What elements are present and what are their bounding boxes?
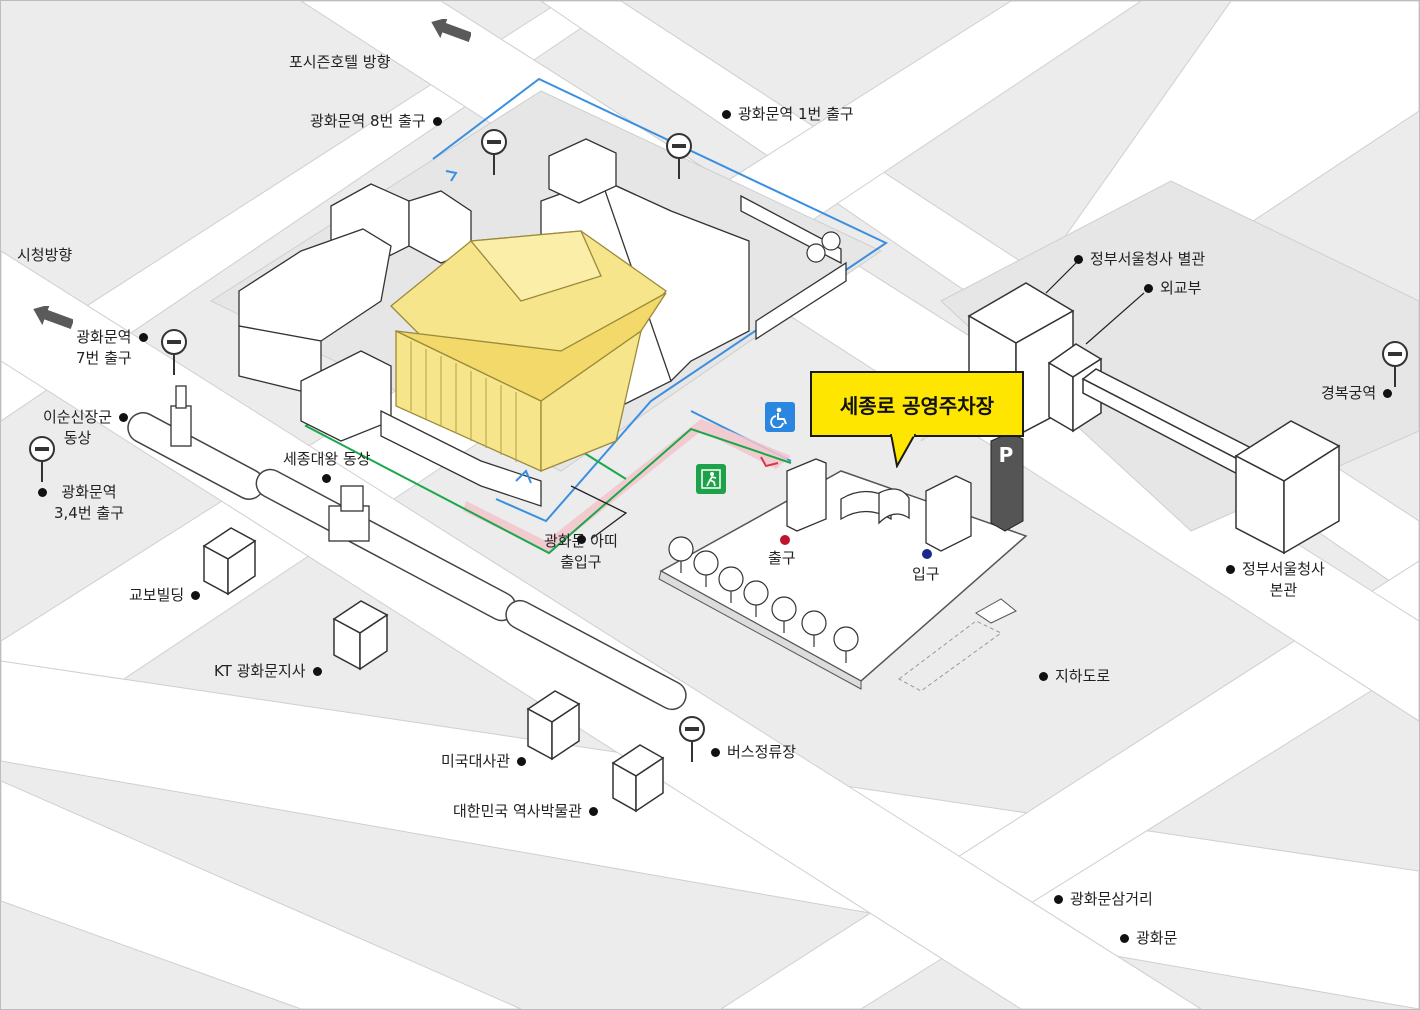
label-kt: KT 광화문지사 <box>214 661 322 682</box>
underpass-outline <box>898 620 1002 692</box>
subway-sign-icon <box>481 129 507 175</box>
exit-structure <box>786 458 827 532</box>
entrance-structure <box>925 475 972 552</box>
subway-sign-icon <box>29 436 55 482</box>
label-gwanghwamun-exit8: 광화문역 8번 출구 <box>310 111 442 132</box>
callout-tail <box>889 434 917 468</box>
subway-sign-icon <box>1382 341 1408 387</box>
road-southwest <box>1 780 522 1009</box>
parking-sign-icon: P <box>993 443 1019 467</box>
median-3 <box>505 599 687 711</box>
label-intersection: 광화문삼거리 <box>1054 889 1153 910</box>
entrance-marker <box>922 549 932 559</box>
emergency-exit-icon <box>696 464 726 494</box>
label-gyeongbokgung: 경복궁역 <box>1321 383 1393 404</box>
label-sejong-statue: 세종대왕 동상 <box>283 449 371 483</box>
accessible-icon <box>765 402 795 432</box>
label-gov-annex: 정부서울청사 별관 <box>1074 249 1205 270</box>
parking-callout: 세종로 공영주차장 <box>810 371 1024 437</box>
label-gwanghwamun-gate: 광화문 <box>1120 928 1177 949</box>
label-kyobo: 교보빌딩 <box>129 585 201 606</box>
road-south-diagonal <box>1 660 1419 1009</box>
label-us-embassy: 미국대사관 <box>441 751 527 772</box>
left-arrow-icon <box>431 19 471 43</box>
underpass-entry <box>975 598 1017 624</box>
tree-row <box>668 231 859 663</box>
road-sejong-daero <box>1 250 1202 1009</box>
label-city-hall: 시청방향 <box>17 246 73 264</box>
left-arrow-icon <box>33 306 73 330</box>
label-parking-exit: 출구 <box>768 549 796 567</box>
exit-marker <box>780 535 790 545</box>
label-bus-stop: 버스정류장 <box>711 742 796 763</box>
parking-callout-text: 세종로 공영주차장 <box>839 393 995 418</box>
bus-stop-sign-icon <box>679 716 705 762</box>
label-gwanghwamun-exit1: 광화문역 1번 출구 <box>722 104 854 125</box>
label-foreign-ministry: 외교부 <box>1144 278 1201 299</box>
subway-sign-icon <box>161 329 187 375</box>
label-parking-entrance: 입구 <box>912 565 940 583</box>
subway-sign-icon <box>666 133 692 179</box>
label-history-museum: 대한민국 역사박물관 <box>453 801 598 822</box>
label-underpass: 지하도로 <box>1039 666 1110 687</box>
label-four-seasons: 포시즌호텔 방향 <box>289 53 391 71</box>
